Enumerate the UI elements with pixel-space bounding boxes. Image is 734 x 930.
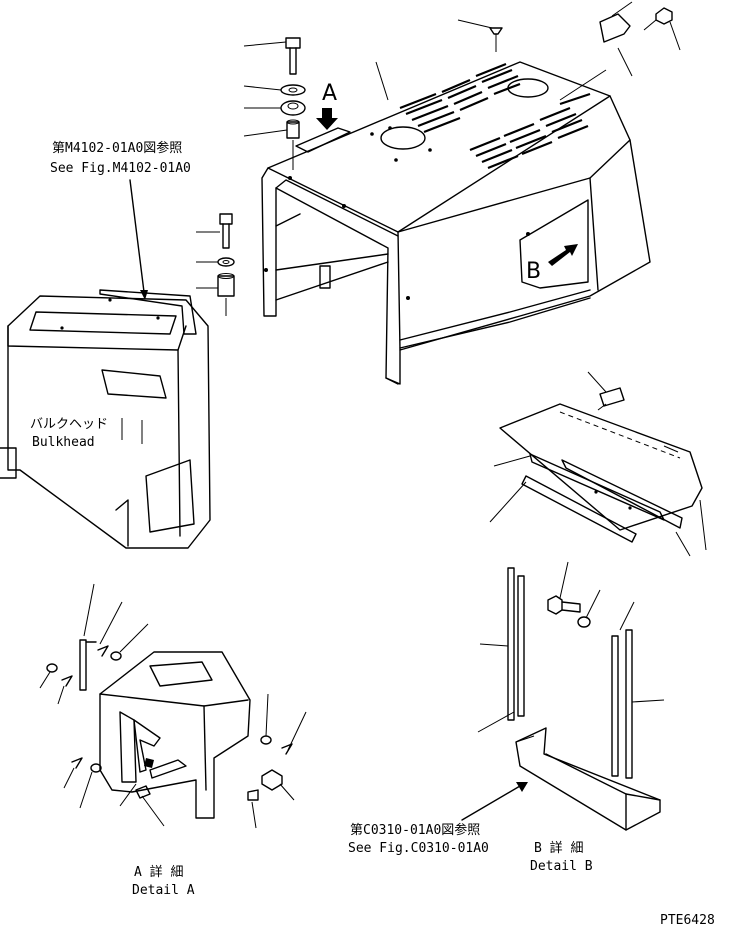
detail-a-title-en: Detail A (132, 883, 195, 898)
hood-mount-hardware (243, 37, 306, 170)
detail-b-title-jp: B 詳 細 (534, 840, 583, 856)
bulkhead-label-jp: バルクヘッド (30, 417, 108, 432)
view-arrow-a: A (316, 81, 338, 130)
top-right-hardware (375, 1, 681, 101)
hood-assembly (261, 61, 651, 385)
vent-slots (399, 62, 591, 170)
ref-m4102-jp: 第M4102-01A0図参照 (52, 140, 182, 156)
detail-a-view: A 詳 細 Detail A (39, 583, 307, 898)
ref-c0310-jp: 第C0310-01A0図参照 (350, 822, 480, 838)
drawing-number: PTE6428 (660, 913, 715, 928)
ref-m4102: 第M4102-01A0図参照 See Fig.M4102-01A0 (50, 140, 191, 300)
frame-mount-hardware (196, 213, 235, 316)
ref-m4102-en: See Fig.M4102-01A0 (50, 161, 191, 176)
arrow-a-label: A (322, 81, 337, 106)
detail-b-lower-view: 第C0310-01A0図参照 See Fig.C0310-01A0 B 詳 細 … (348, 561, 665, 874)
detail-a-title-jp: A 詳 細 (134, 864, 183, 880)
detail-b-upper-view (489, 371, 707, 557)
arrow-b-label: B (526, 259, 541, 284)
bulkhead-label-en: Bulkhead (32, 435, 95, 450)
ref-c0310-en: See Fig.C0310-01A0 (348, 841, 489, 856)
detail-b-title-en: Detail B (530, 859, 593, 874)
bulkhead: バルクヘッド Bulkhead (0, 289, 211, 549)
view-arrow-b: B (526, 244, 578, 284)
